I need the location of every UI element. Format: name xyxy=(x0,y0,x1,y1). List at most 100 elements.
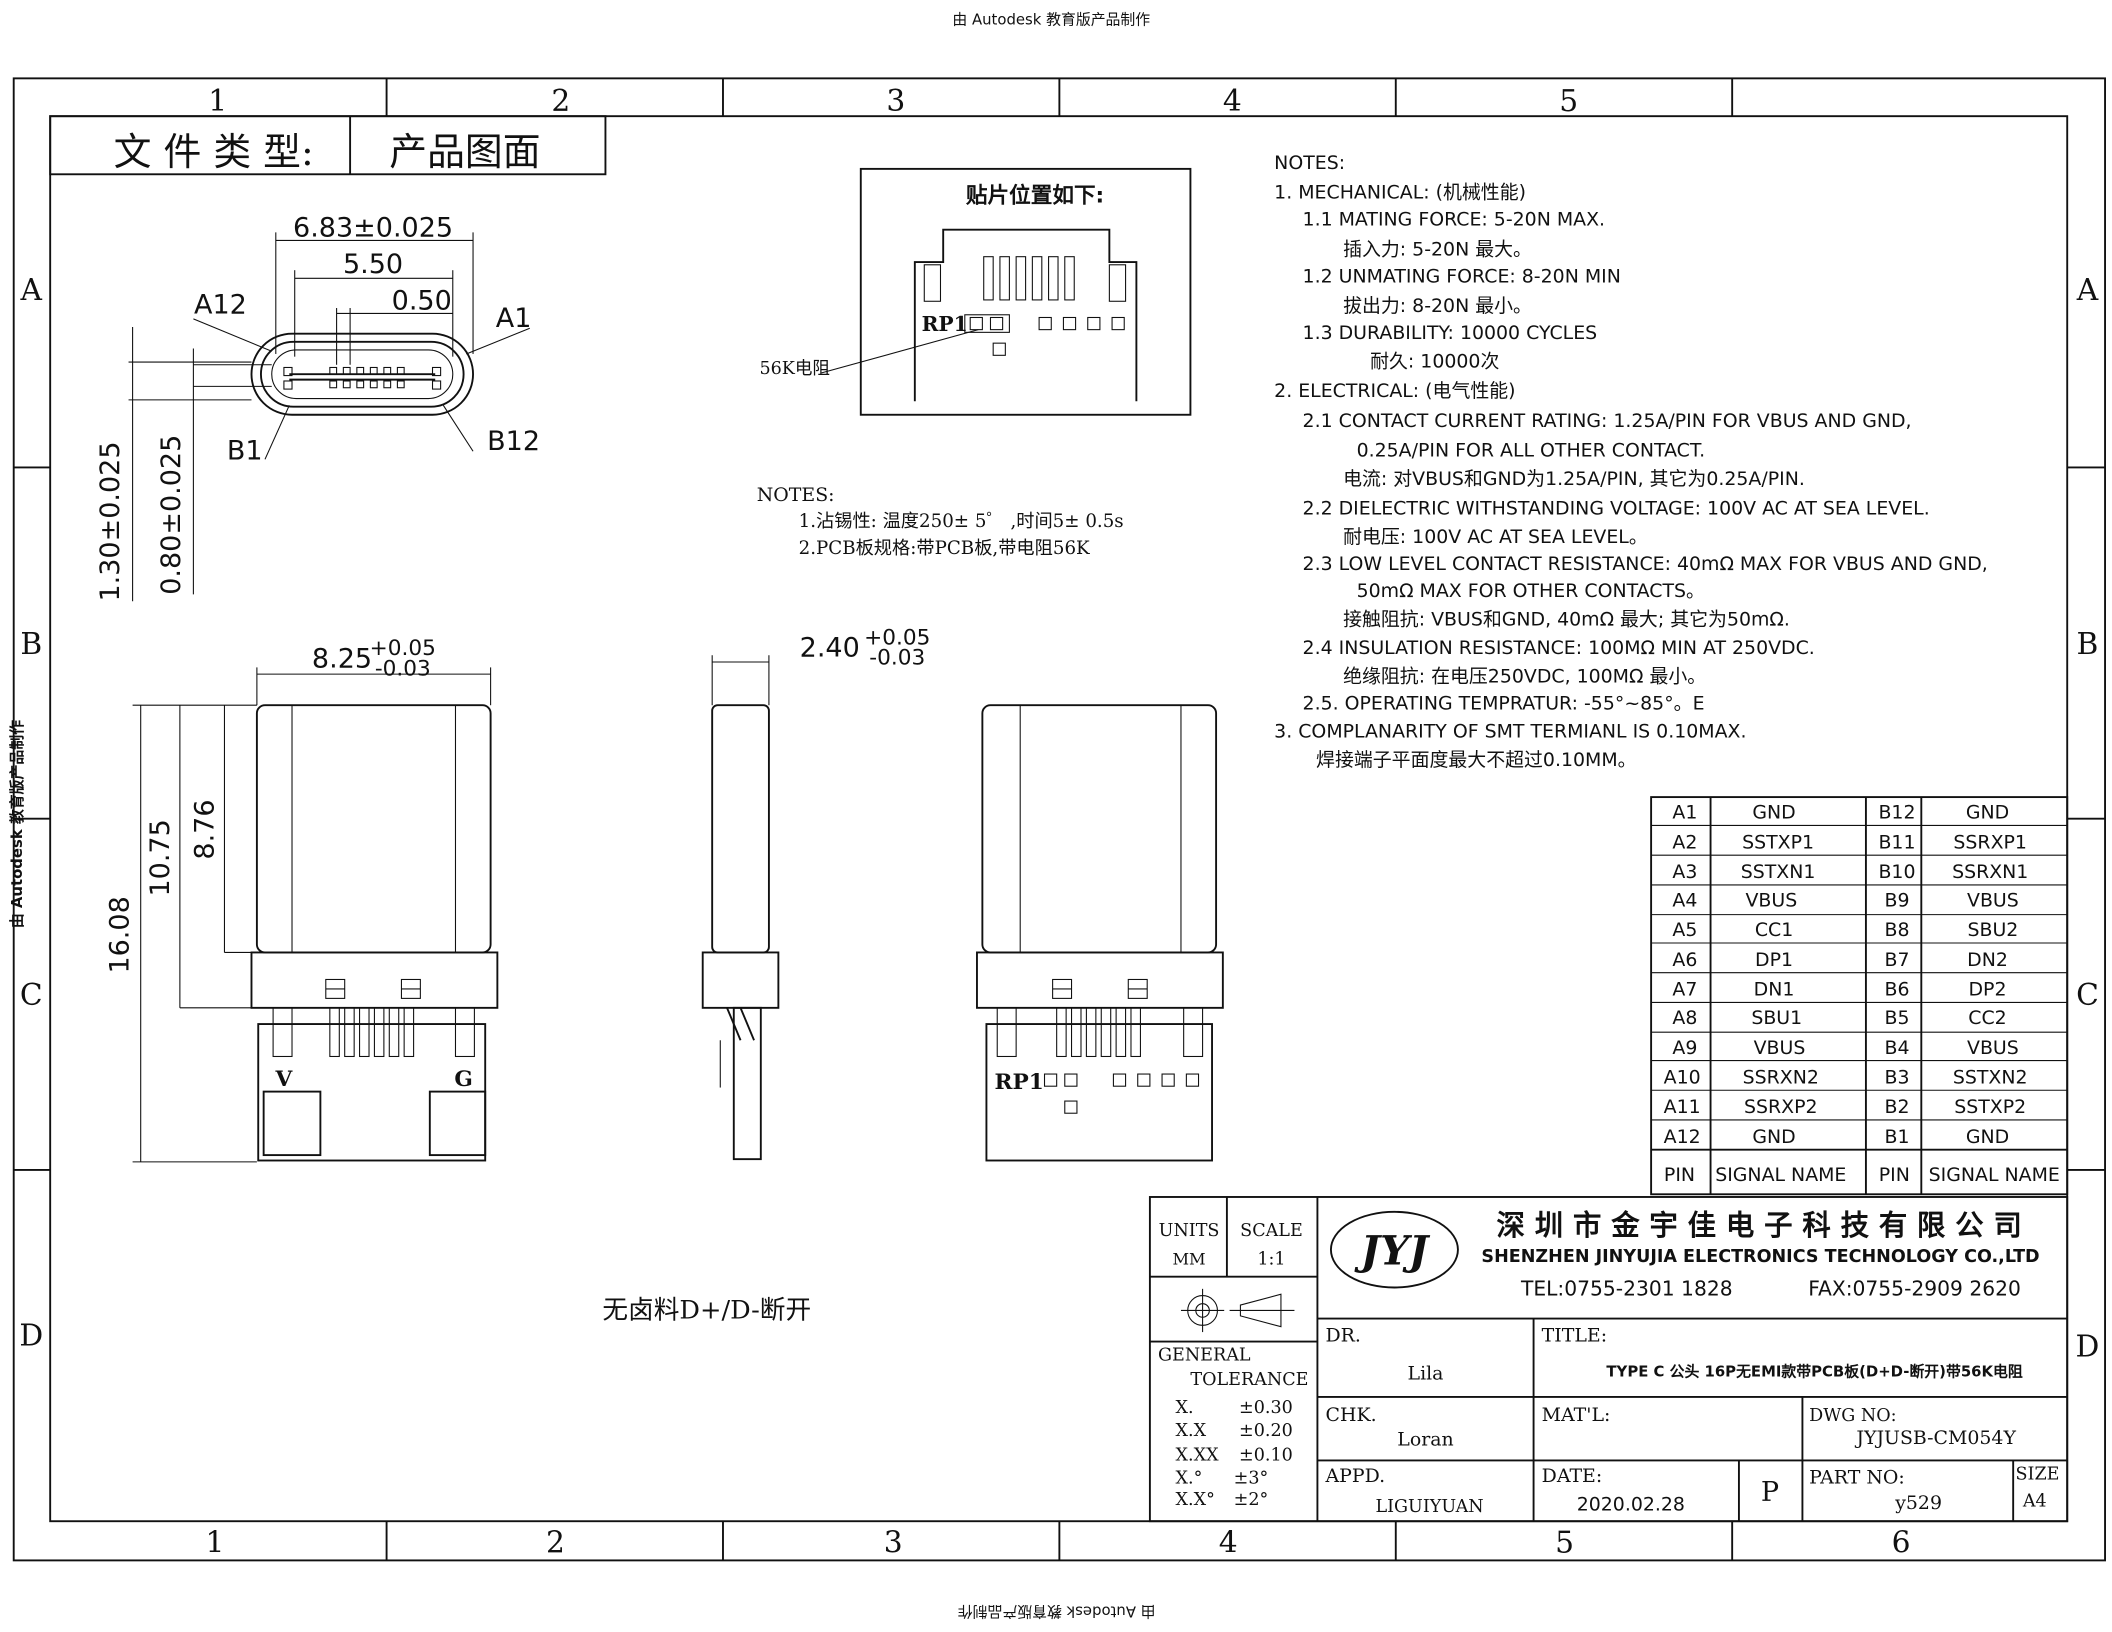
units-label: UNITS xyxy=(1159,1221,1220,1241)
pin-table-cell: SSRXN1 xyxy=(1952,861,2028,883)
pin-table-cell: SSTXP1 xyxy=(1742,831,1814,853)
company-fax: FAX:0755-2909 2620 xyxy=(1808,1277,2021,1301)
units-value: MM xyxy=(1172,1250,1205,1269)
col-label-top: 3 xyxy=(886,84,905,119)
company-tel: TEL:0755-2301 1828 xyxy=(1520,1277,1733,1301)
pin-table-cell: GND xyxy=(1966,802,2009,824)
placement-title: 贴片位置如下: xyxy=(966,183,1104,209)
pin-table-cell: B4 xyxy=(1884,1037,1909,1059)
dwg-value: JYJUSB-CM054Y xyxy=(1854,1427,2016,1449)
pin-table-cell: A5 xyxy=(1672,919,1697,941)
pin-table-cell: SSRXN2 xyxy=(1743,1066,1819,1088)
note-line: 3. COMPLANARITY OF SMT TERMIANL IS 0.10M… xyxy=(1274,721,1746,743)
pin-table-cell: CC1 xyxy=(1755,919,1793,941)
col-label-bottom: 3 xyxy=(884,1525,903,1560)
col-label-bottom: 4 xyxy=(1219,1525,1238,1560)
dim-overall-width: 6.83±0.025 xyxy=(293,212,453,243)
title-label: TITLE: xyxy=(1542,1325,1607,1347)
pin-table-cell: A4 xyxy=(1672,890,1697,912)
note-line: 50mΩ MAX FOR OTHER CONTACTS。 xyxy=(1357,580,1705,602)
dim-width-main: 8.25 xyxy=(312,643,372,674)
col-label-top: 2 xyxy=(551,84,570,119)
file-type-value: 产品图面 xyxy=(389,130,540,174)
pin-table-cell: VBUS xyxy=(1967,890,2019,912)
label-g: G xyxy=(454,1067,472,1092)
appd-value: LIGUIYUAN xyxy=(1375,1497,1483,1517)
placement-rp1: RP1 xyxy=(922,312,968,336)
pin-table-cell: VBUS xyxy=(1754,1037,1806,1059)
col-label-bottom: 6 xyxy=(1892,1525,1911,1560)
dim-width-tol-plus: +0.05 xyxy=(370,636,436,661)
note-line: 2.1 CONTACT CURRENT RATING: 1.25A/PIN FO… xyxy=(1303,410,1912,432)
connector-front-view: 6.83±0.025 5.50 0.50 A12 A1 B1 B12 1.30±… xyxy=(95,212,540,601)
dim-inner-width: 5.50 xyxy=(343,249,403,280)
label-rp1-bottom: RP1 xyxy=(995,1070,1044,1095)
note-line: 2.5. OPERATING TEMPRATUR: -55°~85°。E xyxy=(1303,692,1705,714)
pin-table-cell: SBU2 xyxy=(1967,919,2018,941)
tol-key: X.X° xyxy=(1176,1490,1215,1510)
border-frame xyxy=(12,77,2106,1562)
pin-table-cell: B10 xyxy=(1878,861,1915,883)
file-type-label: 文 件 类 型: xyxy=(114,130,314,174)
pin-table-cell: DN2 xyxy=(1967,949,2008,971)
pin-table-cell: VBUS xyxy=(1967,1037,2019,1059)
pin-table-header: SIGNAL NAME xyxy=(1929,1164,2060,1186)
row-label-right: B xyxy=(2077,627,2099,662)
row-label-right: A xyxy=(2076,273,2099,308)
dr-label: DR. xyxy=(1326,1325,1361,1347)
pin-table-header: SIGNAL NAME xyxy=(1715,1164,1846,1186)
col-label-bottom: 2 xyxy=(546,1525,565,1560)
date-label: DATE: xyxy=(1542,1465,1603,1487)
pin-table-cell: DN1 xyxy=(1754,979,1795,1001)
pin-table-cell: B2 xyxy=(1884,1096,1909,1118)
tol-key: X.XX xyxy=(1176,1445,1220,1465)
note-line: 1.3 DURABILITY: 10000 CYCLES xyxy=(1303,322,1598,344)
pin-table-cell: B5 xyxy=(1884,1007,1909,1029)
tol-value: ±2° xyxy=(1234,1490,1269,1510)
small-notes: NOTES: 1.沾锡性: 温度250± 5゜ ,时间5± 0.5s 2.PCB… xyxy=(757,484,1124,559)
notes-title: NOTES: xyxy=(1274,152,1345,174)
note-line: 0.25A/PIN FOR ALL OTHER CONTACT. xyxy=(1357,440,1706,462)
pin-table-cell: A2 xyxy=(1672,831,1697,853)
projection-symbol-icon xyxy=(1180,1288,1295,1333)
pin-table-header: PIN xyxy=(1879,1164,1910,1186)
dim-plug-length: 8.76 xyxy=(190,799,221,859)
pin-table-cell: GND xyxy=(1966,1126,2009,1148)
row-label-left: B xyxy=(20,627,42,662)
dim-shell-length: 10.75 xyxy=(145,819,176,896)
revision-value: P xyxy=(1761,1477,1779,1508)
note-line: 电流: 对VBUS和GND为1.25A/PIN, 其它为0.25A/PIN. xyxy=(1343,468,1805,490)
watermark-top: 由 Autodesk 教育版产品制作 xyxy=(952,10,1150,28)
company-name-cn: 深 圳 市 金 宇 佳 电 子 科 技 有 限 公 司 xyxy=(1496,1209,2021,1242)
border-column-labels: 1 2 3 4 5 1 2 3 4 5 6 xyxy=(206,84,1911,1561)
pin-table-cell: SSTXN1 xyxy=(1741,861,1816,883)
dim-thickness-tol-minus: -0.03 xyxy=(869,646,925,671)
pin-table-cell: SSRXP1 xyxy=(1953,831,2027,853)
company-logo-text: JYJ xyxy=(1354,1227,1431,1275)
small-notes-title: NOTES: xyxy=(757,484,835,506)
pin-table-cell: SBU1 xyxy=(1751,1007,1802,1029)
note-line: 2.4 INSULATION RESISTANCE: 100MΩ MIN AT … xyxy=(1303,637,1815,659)
pin-table-cell: CC2 xyxy=(1968,1007,2006,1029)
resistor-label: 56K电阻 xyxy=(759,359,830,379)
connector-top-view: V G 8.25 +0.05 -0.03 16.08 10.75 8.76 xyxy=(105,636,499,1163)
note-line: 耐电压: 100V AC AT SEA LEVEL。 xyxy=(1343,526,1648,548)
pin-table-cell: A3 xyxy=(1672,861,1697,883)
row-label-left: A xyxy=(20,273,43,308)
row-label-left: C xyxy=(20,978,43,1013)
title-block: UNITS MM SCALE 1:1 GENERAL TOLERANCE X. … xyxy=(1148,1196,2069,1523)
col-label-bottom: 1 xyxy=(206,1525,225,1560)
label-v: V xyxy=(275,1067,294,1092)
note-line: 绝缘阻抗: 在电压250VDC, 100MΩ 最小。 xyxy=(1343,665,1706,687)
col-label-top: 5 xyxy=(1559,84,1578,119)
placement-detail: 贴片位置如下: RP1 56K电阻 xyxy=(759,167,1192,416)
chk-label: CHK. xyxy=(1326,1404,1377,1426)
dim-outer-height: 1.30±0.025 xyxy=(95,441,126,601)
pin-label-b1: B1 xyxy=(227,435,263,466)
col-label-top: 1 xyxy=(208,84,227,119)
pin-table-cell: SSTXN2 xyxy=(1953,1066,2028,1088)
pin-table-cell: B7 xyxy=(1884,949,1909,971)
connector-side-view: 2.40 +0.05 -0.03 xyxy=(701,625,930,1161)
tol-key: X.° xyxy=(1176,1468,1203,1488)
drawing-note: 无卤料D+/D-断开 xyxy=(602,1296,811,1326)
